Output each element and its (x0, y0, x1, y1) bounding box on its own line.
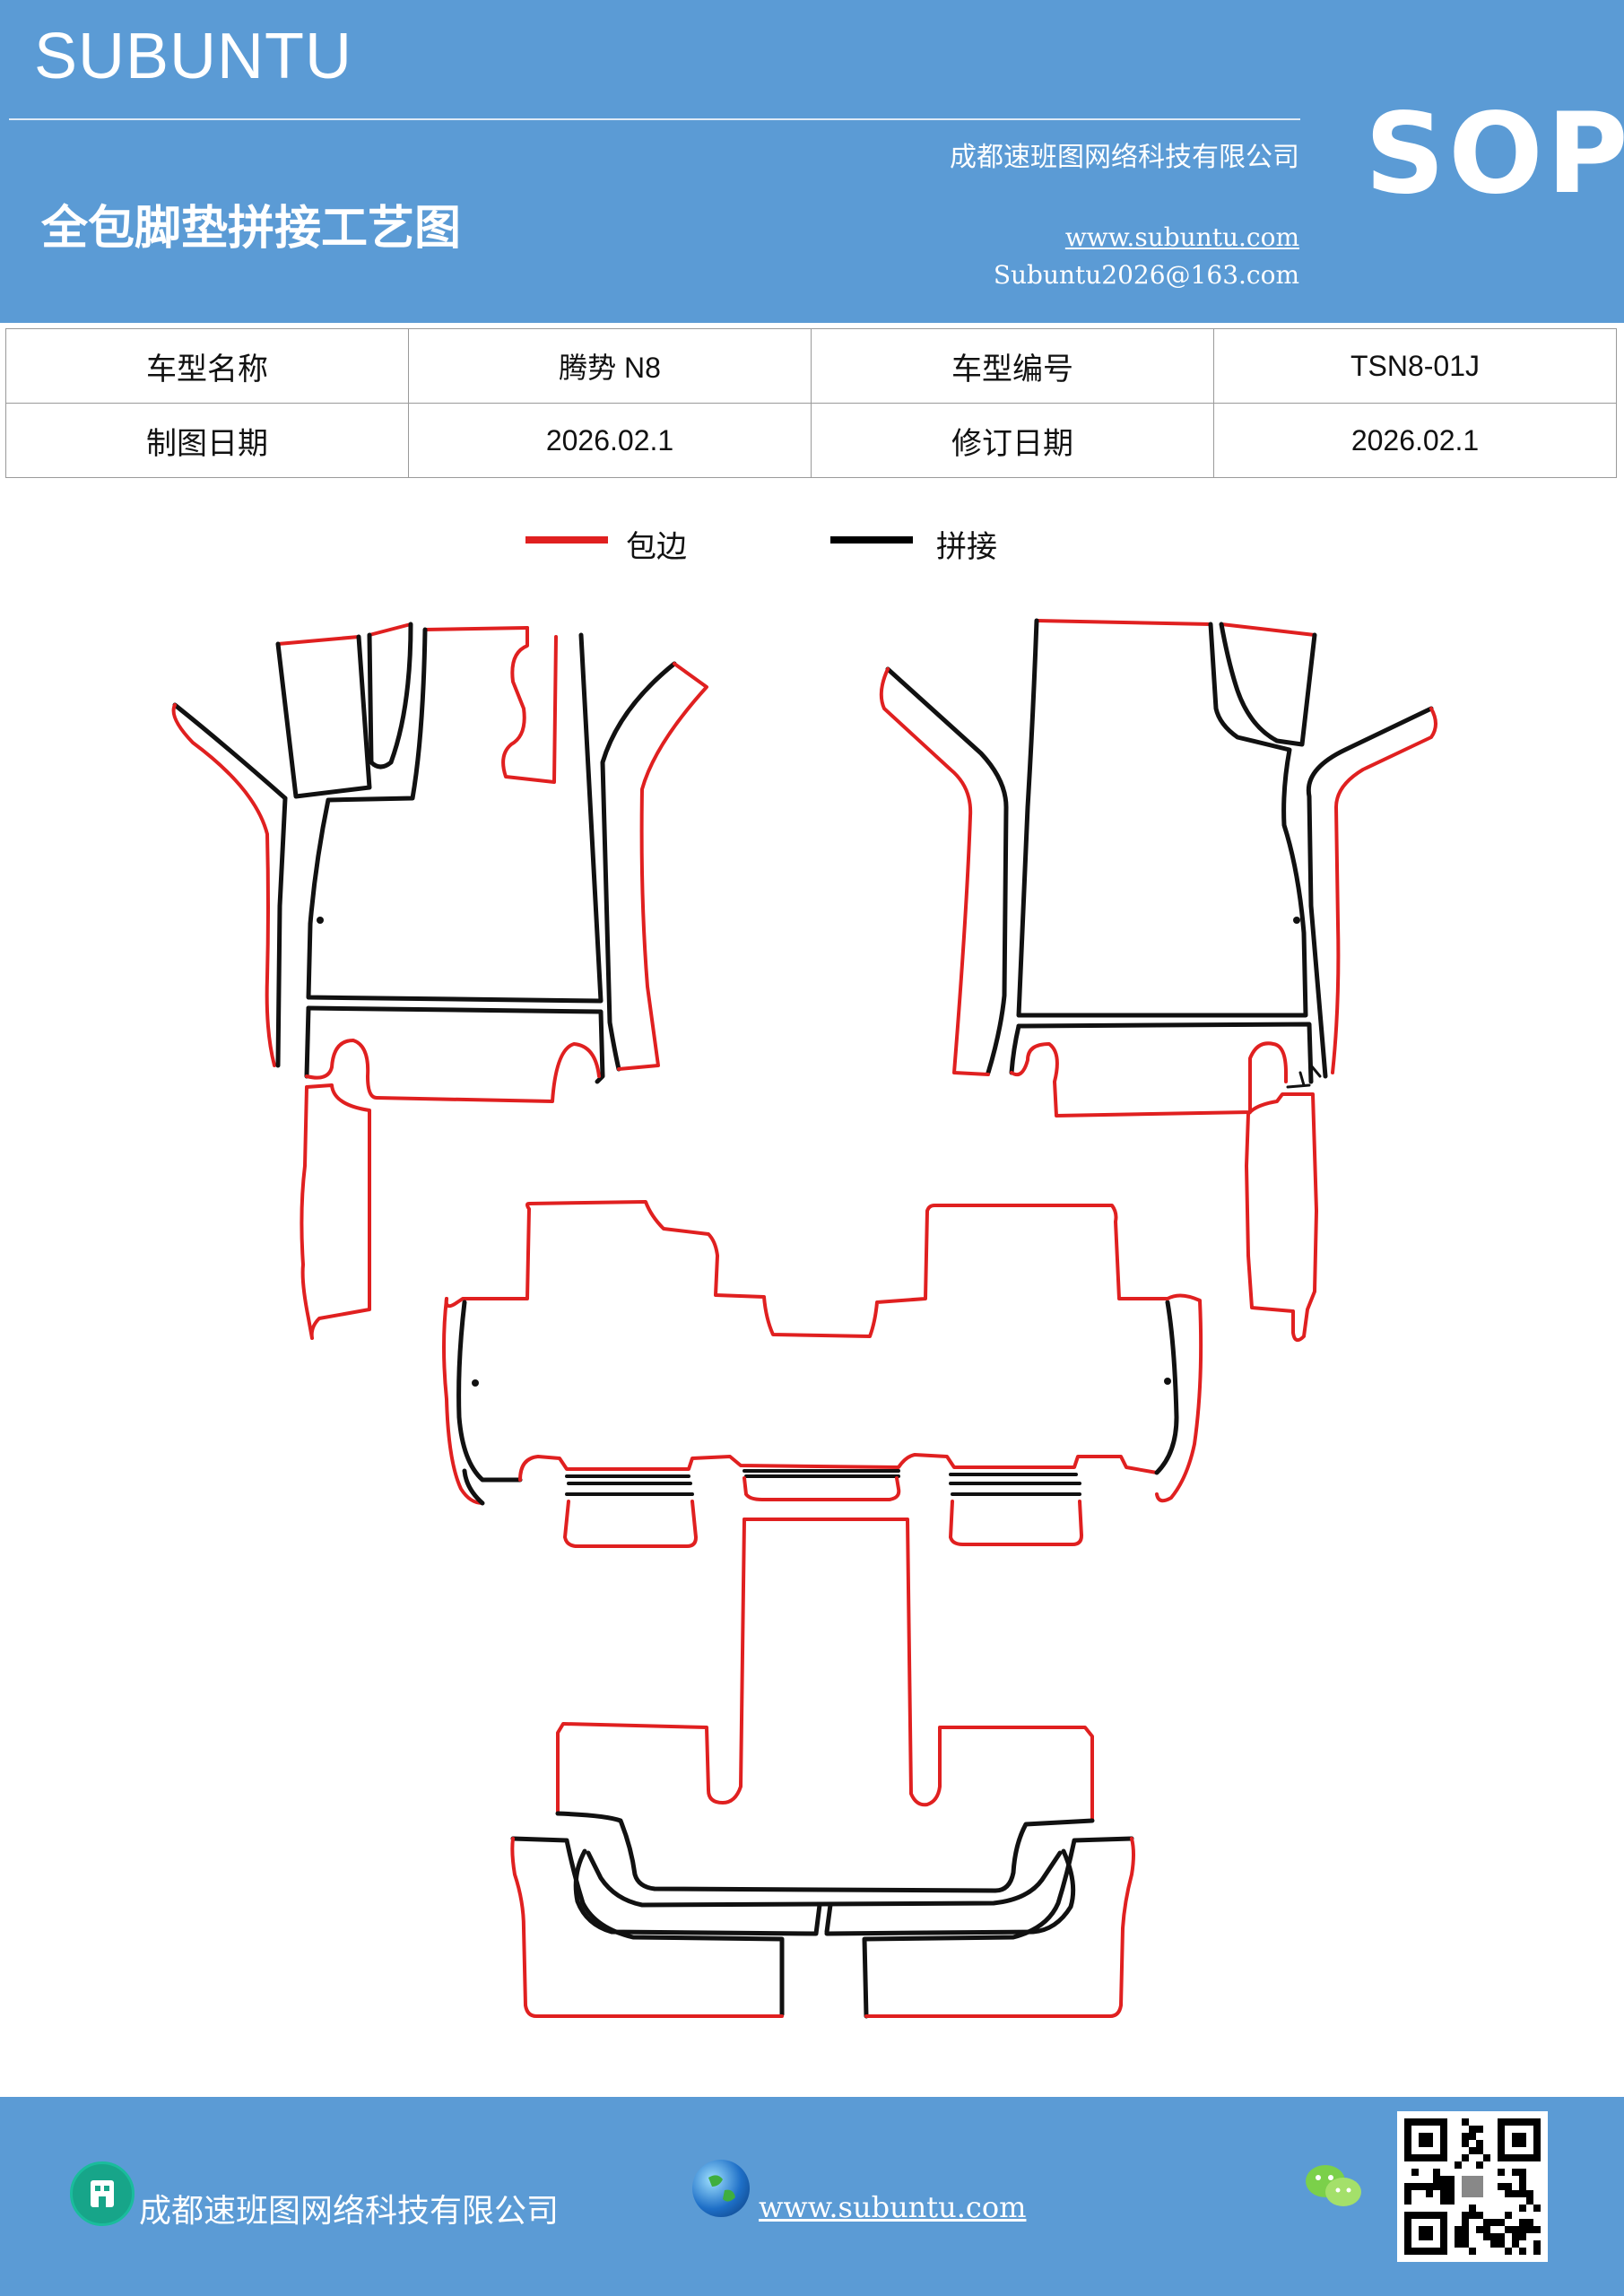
globe-icon (692, 2160, 750, 2217)
cell-draw-date-value: 2026.02.1 (408, 403, 812, 478)
cell-revise-date-label: 修订日期 (811, 403, 1214, 478)
legend-edge-label: 包边 (626, 529, 687, 565)
brand-name: SUBUNTU (34, 21, 353, 92)
cell-revise-date-value: 2026.02.1 (1213, 403, 1617, 478)
footer-company: 成都速班图网络科技有限公司 (139, 2193, 560, 2230)
table-row: 制图日期 2026.02.1 修订日期 2026.02.1 (5, 403, 1617, 478)
cell-draw-date-label: 制图日期 (5, 403, 409, 478)
sop-badge: SOP (1365, 90, 1624, 219)
cell-model-name-value: 腾势 N8 (408, 328, 812, 404)
table-row: 车型名称 腾势 N8 车型编号 TSN8-01J (5, 328, 1617, 404)
page-title: 全包脚垫拼接工艺图 (41, 201, 462, 256)
third-row-mat (510, 1811, 1135, 2019)
vehicle-info-table: 车型名称 腾势 N8 车型编号 TSN8-01J 制图日期 2026.02.1 … (5, 328, 1617, 478)
front-right-mat (879, 618, 1437, 1343)
cell-model-code-value: TSN8-01J (1213, 328, 1617, 404)
front-left-mat (171, 622, 708, 1340)
building-icon (70, 2161, 135, 2226)
header-email[interactable]: Subuntu2026@163.com (993, 260, 1299, 290)
header-banner: SUBUNTU 成都速班图网络科技有限公司 全包脚垫拼接工艺图 www.subu… (0, 0, 1624, 323)
header-website-link[interactable]: www.subuntu.com (1064, 222, 1299, 252)
center-tunnel-strip (556, 1518, 1094, 1822)
header-company: 成都速班图网络科技有限公司 (950, 142, 1299, 173)
footer-banner: 成都速班图网络科技有限公司 www.subuntu.com (0, 2097, 1624, 2296)
cell-model-name-label: 车型名称 (5, 328, 409, 404)
legend-seam-label: 拼接 (936, 529, 997, 565)
legend-edge-swatch (525, 536, 608, 544)
footer-website-link[interactable]: www.subuntu.com (759, 2190, 1027, 2224)
legend-seam-swatch (830, 536, 913, 544)
cell-model-code-label: 车型编号 (811, 328, 1214, 404)
wechat-icon[interactable] (1302, 2160, 1365, 2213)
header-divider (9, 118, 1300, 120)
second-row-mat (442, 1200, 1203, 1548)
qr-code[interactable] (1397, 2111, 1548, 2262)
legend: 包边 拼接 (0, 522, 1624, 576)
